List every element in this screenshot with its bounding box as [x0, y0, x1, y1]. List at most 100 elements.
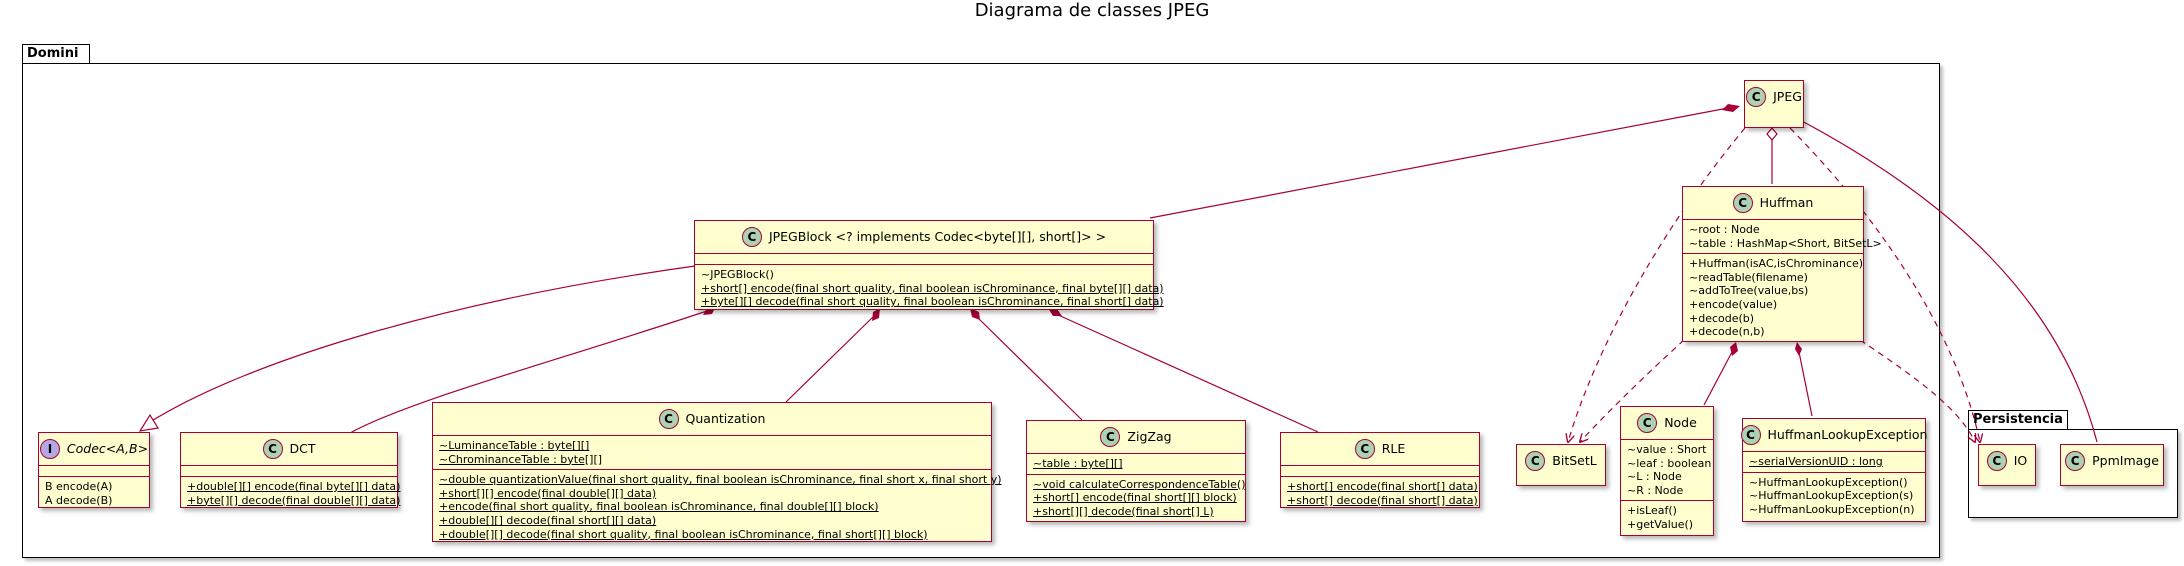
package-domini-tab: Domini [22, 44, 90, 64]
method: +double[][] decode(final short[][] data) [439, 513, 657, 527]
class-zigzag[interactable]: C ZigZag ~table : byte[][] ~void calcula… [1026, 420, 1246, 522]
method: ~addToTree(value,bs) [1689, 284, 1809, 298]
attribute: ~LuminanceTable : byte[][] [439, 439, 590, 452]
class-badge-icon: C [262, 439, 283, 459]
class-name: HuffmanLookupException [1767, 427, 1928, 443]
edge-jpeg-jpegblock [1149, 104, 1740, 219]
attribute: ~ChrominanceTable : byte[][] [439, 452, 603, 466]
package-persistencia-tab: Persistencia [1968, 410, 2068, 430]
method: +decode(n,b) [1689, 325, 1765, 339]
attributes-section [1281, 465, 1479, 476]
method: +encode(final short quality, final boole… [439, 500, 879, 514]
edge-jpeg-io [1789, 127, 1980, 442]
class-ppmimage[interactable]: C PpmImage [2060, 444, 2164, 486]
class-badge-icon: C [1732, 193, 1753, 213]
attribute: ~root : Node [1689, 223, 1760, 236]
package-persistencia-label: Persistencia [1973, 412, 2063, 427]
methods-section: ~JPEGBlock() +short[] encode(final short… [695, 264, 1164, 312]
methods-section: +double[][] encode(final byte[][] data) … [181, 476, 401, 510]
attributes-section: ~root : Node ~table : HashMap<Short, Bit… [1683, 219, 1882, 253]
class-name: Node [1664, 415, 1697, 431]
methods-section: +Huffman(isAC,isChrominance) ~readTable(… [1683, 253, 1863, 342]
class-jpegblock[interactable]: C JPEGBlock <? implements Codec<byte[][]… [694, 220, 1164, 312]
class-bitsetl[interactable]: C BitSetL [1516, 444, 1606, 486]
attributes-section [39, 465, 149, 476]
edge-huffman-huffex [1795, 342, 1813, 417]
method: +encode(value) [1689, 297, 1778, 311]
method: +short[] encode(final short[] data) [1287, 480, 1478, 493]
method: ~HuffmanLookupException(s) [1749, 489, 1914, 503]
class-badge-icon: C [1354, 439, 1375, 459]
attributes-section [695, 253, 1153, 264]
method: +short[] decode(final short[] data) [1287, 493, 1478, 507]
attributes-section: ~value : Short ~leaf : boolean ~L : Node… [1621, 439, 1713, 500]
methods-section: ~double quantizationValue(final short qu… [433, 469, 1002, 544]
class-badge-icon: C [1525, 451, 1546, 471]
attributes-section: ~serialVersionUID : long [1743, 451, 1925, 472]
edge-jpegblock-quantization [785, 308, 880, 403]
attributes-section [181, 465, 397, 476]
diagram-title: Diagrama de classes JPEG [974, 0, 1210, 21]
method: ~readTable(filename) [1689, 270, 1808, 284]
method: +short[][] decode(final short[] L) [1033, 504, 1214, 518]
class-name: DCT [289, 441, 316, 457]
method: A decode(B) [45, 493, 113, 507]
method: +decode(b) [1689, 311, 1755, 325]
class-rle[interactable]: C RLE +short[] encode(final short[] data… [1280, 432, 1480, 508]
class-io[interactable]: C IO [1978, 444, 2036, 486]
class-huffman-lookup-exception[interactable]: C HuffmanLookupException ~serialVersionU… [1740, 418, 1928, 522]
methods-section: +isLeaf() +getValue() [1621, 500, 1713, 534]
class-name: JPEGBlock <? implements Codec<byte[][], … [768, 229, 1107, 245]
method: +short[][] encode(final double[][] data) [439, 486, 657, 500]
class-name: Codec<A,B> [66, 441, 149, 457]
class-badge-icon: C [1746, 87, 1767, 107]
class-name: ZigZag [1127, 429, 1172, 445]
class-node[interactable]: C Node ~value : Short ~leaf : boolean ~L… [1620, 406, 1714, 536]
class-badge-icon: C [1740, 425, 1761, 445]
class-name: Huffman [1759, 195, 1814, 211]
method: +short[] encode(final short[][] block) [1033, 491, 1237, 505]
method: +Huffman(isAC,isChrominance) [1689, 257, 1864, 271]
edge-huffman-bitsetl [1580, 339, 1685, 442]
class-name: JPEG [1773, 89, 1802, 105]
method: ~void calculateCorrespondenceTable() [1033, 477, 1246, 491]
class-dct[interactable]: C DCT +double[][] encode(final byte[][] … [180, 432, 401, 510]
package-domini-label: Domini [27, 46, 79, 61]
class-badge-icon: C [741, 227, 762, 247]
interface-badge-icon: I [39, 439, 60, 459]
methods-section: +short[] encode(final short[] data) +sho… [1281, 476, 1479, 510]
method: ~double quantizationValue(final short qu… [439, 473, 1002, 487]
edge-huffman-io [1859, 339, 1975, 442]
class-huffman[interactable]: C Huffman ~root : Node ~table : HashMap<… [1682, 186, 1882, 342]
edge-jpeg-huffman [1766, 127, 1778, 184]
method: +isLeaf() [1627, 504, 1677, 518]
edge-jpegblock-rle [1048, 308, 1319, 433]
attribute: ~serialVersionUID : long [1749, 455, 1883, 468]
method: +short[] encode(final short quality, fin… [701, 281, 1164, 295]
methods-section: ~void calculateCorrespondenceTable() +sh… [1027, 473, 1246, 522]
attribute: ~table : HashMap<Short, BitSetL> [1689, 236, 1882, 250]
class-quantization[interactable]: C Quantization ~LuminanceTable : byte[][… [432, 402, 1002, 544]
class-badge-icon: C [1637, 413, 1658, 433]
method: +byte[][] decode(final short quality, fi… [701, 295, 1164, 309]
methods-section: B encode(A) A decode(B) [39, 476, 149, 510]
interface-codec[interactable]: I Codec<A,B> B encode(A) A decode(B) [38, 432, 150, 508]
method: +getValue() [1627, 517, 1694, 531]
class-name: Quantization [685, 411, 766, 427]
attribute: ~L : Node [1627, 470, 1682, 484]
class-badge-icon: C [1100, 427, 1121, 447]
class-name: PpmImage [2092, 453, 2159, 469]
method: +byte[][] decode(final double[][] data) [187, 493, 401, 507]
attribute: ~value : Short [1627, 443, 1707, 456]
class-jpeg[interactable]: C JPEG [1744, 80, 1804, 128]
attribute: ~leaf : boolean [1627, 456, 1712, 470]
attributes-section: ~LuminanceTable : byte[][] ~ChrominanceT… [433, 435, 991, 469]
class-name: IO [2013, 453, 2028, 469]
attributes-section: ~table : byte[][] [1027, 453, 1245, 474]
edge-jpeg-bitsetl [1568, 127, 1746, 442]
attribute: ~table : byte[][] [1033, 457, 1123, 470]
method: +double[][] encode(final byte[][] data) [187, 480, 401, 493]
class-name: BitSetL [1552, 453, 1597, 469]
edge-jpegblock-zigzag [970, 308, 1083, 421]
class-badge-icon: C [1986, 451, 2007, 471]
